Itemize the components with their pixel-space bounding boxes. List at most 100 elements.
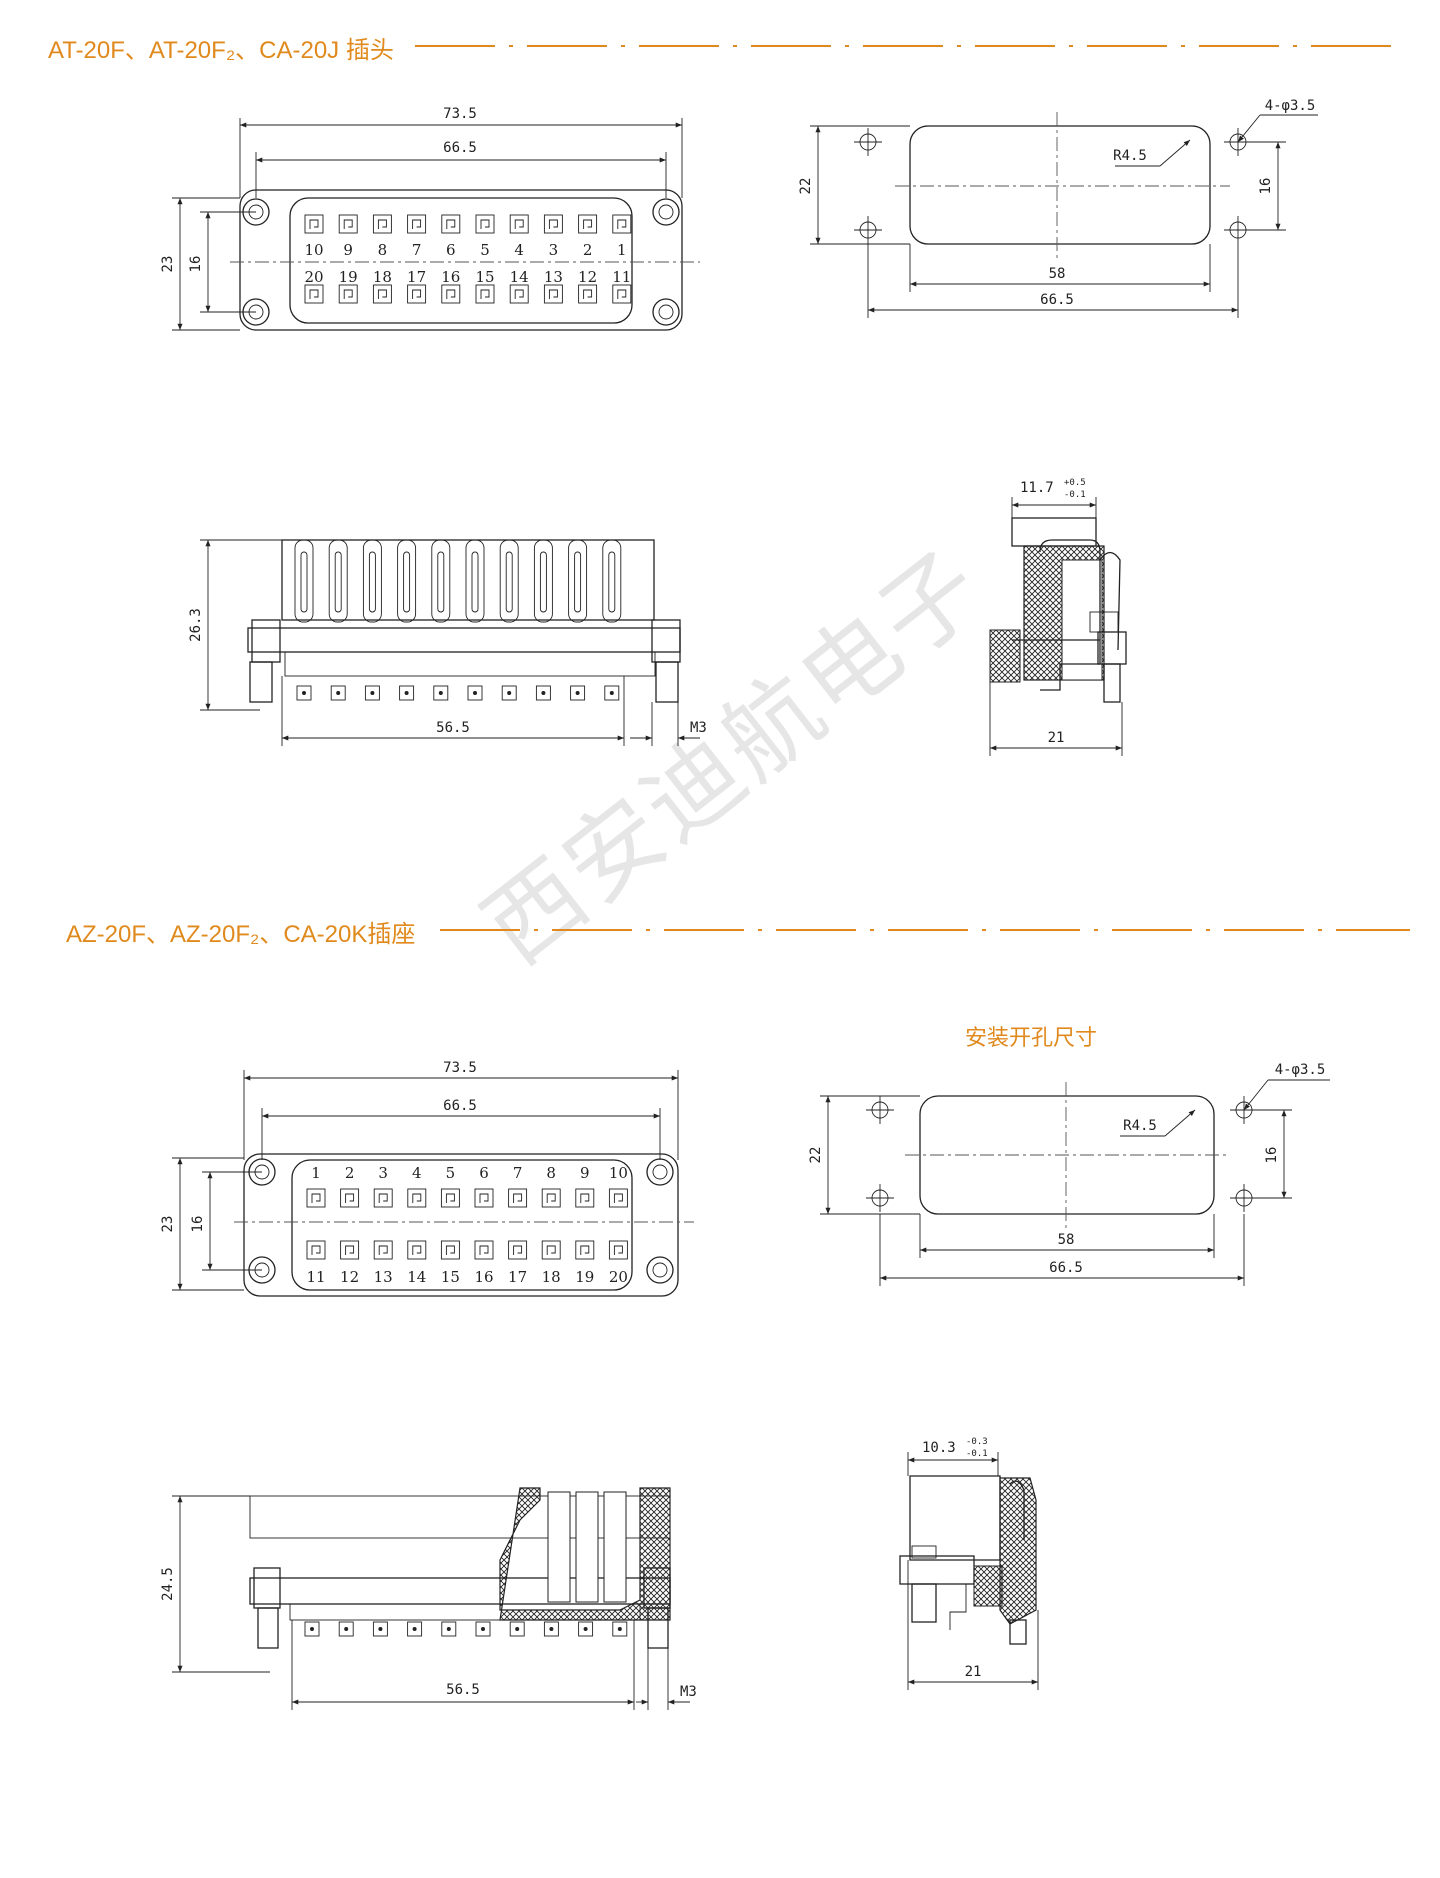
contact-slot [475,214,495,234]
plug-cutout-hole-spacing: 66.5 [1040,292,1074,308]
plug-side-screw: M3 [690,720,707,736]
socket-dim-height: 23 [160,1216,176,1233]
pin-number-label: 3 [378,1164,388,1182]
pin-number-label: 17 [508,1268,527,1286]
pin-number-label: 19 [575,1268,594,1286]
side-pin [475,1621,491,1637]
side-pin [304,1621,320,1637]
contact-slot [474,1188,494,1208]
socket-cutout-height: 22 [808,1147,824,1164]
pin-number-label: 4 [514,241,524,259]
socket-cutout-hole-vertical: 16 [1264,1147,1280,1164]
pin-number-label: 9 [580,1164,590,1182]
side-pin [509,1621,525,1637]
side-pin [543,1621,559,1637]
plug-cutout-hole-vertical: 16 [1258,178,1274,195]
contact-slot [407,1240,427,1260]
socket-end-thickness: 10.3 [922,1440,956,1456]
side-pin [397,539,417,701]
side-pin [362,539,382,701]
socket-cutout-radius: R4.5 [1123,1118,1157,1134]
pin-number-label: 2 [583,241,593,259]
plug-side-height: 26.3 [188,608,204,642]
pin-number-label: 17 [407,268,426,286]
contact-slot [541,1240,561,1260]
contact-slot [440,1240,460,1260]
side-pin [465,539,485,701]
side-pin [407,1621,423,1637]
pin-number-label: 1 [617,241,627,259]
pin-number-label: 16 [474,1268,493,1286]
cutout-subtitle: 安装开孔尺寸 [965,1026,1098,1051]
section-title-plug: AT-20F、AT-20F₂、CA-20J 插头 [48,30,402,65]
contact-slot [543,214,563,234]
contact-slot [440,1188,460,1208]
plug-side-pin-span: 56.5 [436,720,470,736]
contact-slot [509,284,529,304]
pin-number-label: 3 [549,241,559,259]
side-pin [602,539,622,701]
contact-slot [306,1188,326,1208]
contact-slot [340,1188,360,1208]
socket-end-tol-upper: -0.3 [966,1437,988,1447]
pin-number-label: 4 [412,1164,422,1182]
contact-slot [475,284,495,304]
pin-number-label: 14 [510,268,529,286]
contact-slot [575,1240,595,1260]
contact-slot [541,1188,561,1208]
contact-slot [612,214,632,234]
socket-dim-overall: 73.5 [443,1060,477,1076]
socket-dim-hole-vertical: 16 [190,1216,206,1233]
socket-side-height: 24.5 [160,1567,176,1601]
pin-number-label: 5 [446,1164,456,1182]
side-pin [294,539,314,701]
contact-slot [441,284,461,304]
contact-slot [578,284,598,304]
side-pin [328,539,348,701]
contact-slot [304,214,324,234]
plug-end-thickness: 11.7 [1020,480,1054,496]
pin-number-label: 19 [339,268,358,286]
contact-slot [508,1240,528,1260]
section-title-socket: AZ-20F、AZ-20F₂、CA-20K插座 [66,914,424,949]
contact-slot [474,1240,494,1260]
side-pin [441,1621,457,1637]
contact-slot [508,1188,528,1208]
contact-slot [338,214,358,234]
contact-slot [441,214,461,234]
contact-slot [340,1240,360,1260]
contact-slot [407,284,427,304]
contact-slot [612,284,632,304]
plug-cutout-holes: 4-φ3.5 [1265,98,1316,114]
plug-dim-hole-vertical: 16 [188,256,204,273]
plug-end-tol-upper: +0.5 [1064,478,1086,488]
contact-slot [509,214,529,234]
socket-dim-hole-spacing: 66.5 [443,1098,477,1114]
side-pin [612,1621,628,1637]
pin-number-label: 6 [446,241,456,259]
socket-side-pin-span: 56.5 [446,1682,480,1698]
contact-slot [407,1188,427,1208]
pin-number-label: 11 [306,1268,325,1286]
pin-number-label: 10 [304,241,323,259]
socket-cutout-width: 58 [1058,1232,1075,1248]
plug-cutout-height: 22 [798,178,814,195]
pin-number-label: 7 [412,241,422,259]
pin-number-label: 7 [513,1164,523,1182]
pin-number-label: 20 [609,1268,628,1286]
pin-number-label: 18 [373,268,392,286]
plug-cutout-radius: R4.5 [1113,148,1147,164]
pin-number-label: 15 [475,268,494,286]
plug-cutout-width: 58 [1049,266,1066,282]
